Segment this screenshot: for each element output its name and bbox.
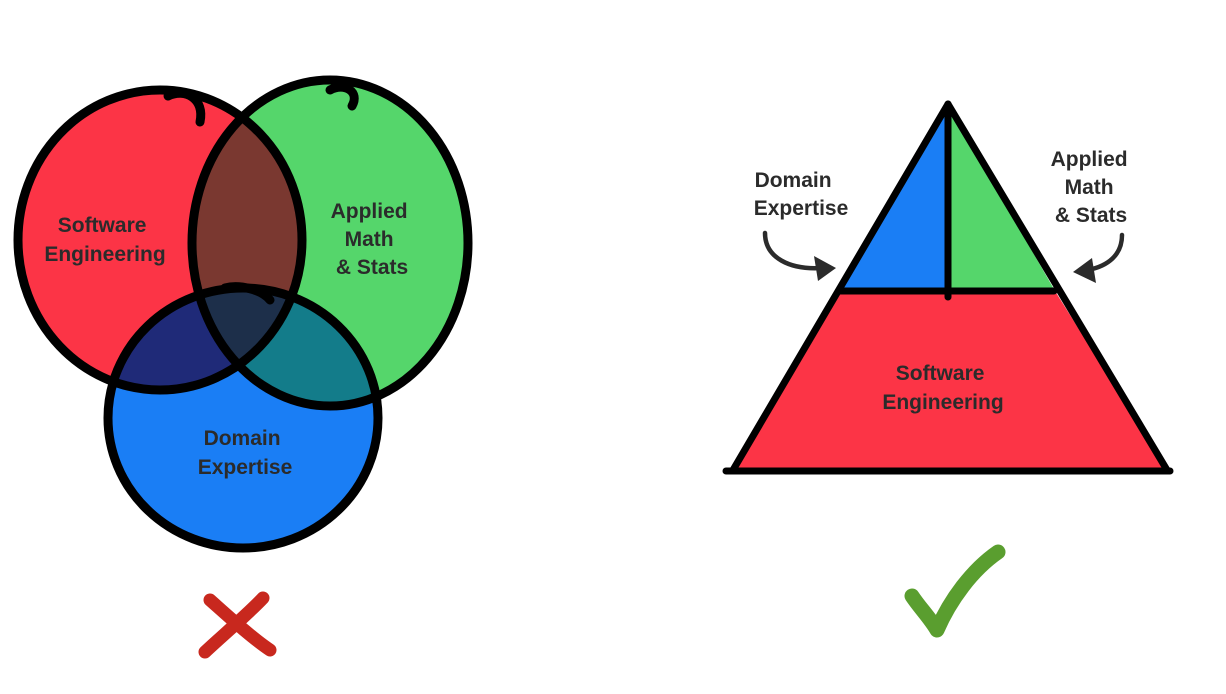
venn-outline-green [187, 75, 473, 411]
venn-label-applied-math: Applied Math & Stats [331, 200, 414, 279]
venn-label-software-engineering: Software Engineering [44, 214, 165, 266]
pyramid-section-software-engineering [733, 291, 1167, 470]
cross-icon [198, 591, 277, 659]
arrow-domain-expertise [762, 230, 836, 281]
arrow-applied-math [1073, 232, 1125, 283]
venn-flourish-blue [220, 282, 275, 305]
venn-overlap-red-blue [108, 288, 302, 390]
venn-label-domain-expertise: Domain Expertise [198, 427, 293, 479]
venn-diagram: Software Engineering Applied Math & Stat… [13, 75, 473, 553]
venn-outline-red [13, 85, 307, 395]
pyramid-label-software-engineering: Software Engineering [882, 362, 1003, 414]
pyramid-label-applied-math: Applied Math & Stats [1051, 148, 1134, 227]
venn-flourish-red [163, 88, 206, 127]
pyramid-diagram: Domain Expertise Applied Math & Stats So… [722, 100, 1174, 475]
venn-overlap-green-blue [192, 288, 378, 406]
venn-flourish-green [325, 82, 359, 111]
pyramid-label-domain-expertise: Domain Expertise [754, 169, 849, 220]
checkmark-icon [904, 544, 1006, 638]
